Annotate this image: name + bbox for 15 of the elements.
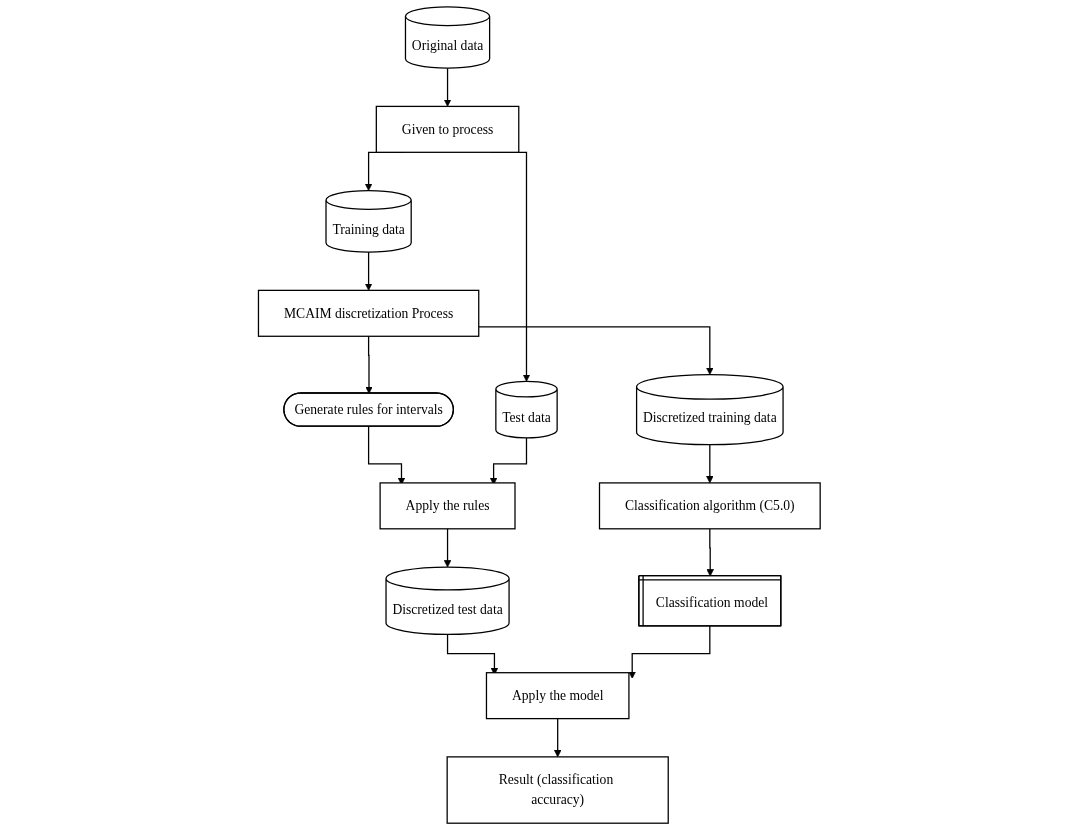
arrow <box>628 625 712 679</box>
arrow <box>365 251 373 291</box>
arrow <box>444 528 452 568</box>
arrow <box>365 335 373 394</box>
node-box: Apply the model <box>486 672 630 720</box>
arrow <box>554 718 562 758</box>
node-box: Result (classification accuracy) <box>446 756 670 824</box>
arrow <box>706 528 715 577</box>
arrow <box>478 326 714 375</box>
arrow <box>444 67 452 107</box>
node-box: Classification algorithm (C5.0) <box>599 482 821 530</box>
node-box: Apply the rules <box>379 482 516 530</box>
node-box: Given to process <box>375 105 520 153</box>
arrow <box>706 444 714 484</box>
node-box: MCAIM discretization Process <box>258 289 480 337</box>
